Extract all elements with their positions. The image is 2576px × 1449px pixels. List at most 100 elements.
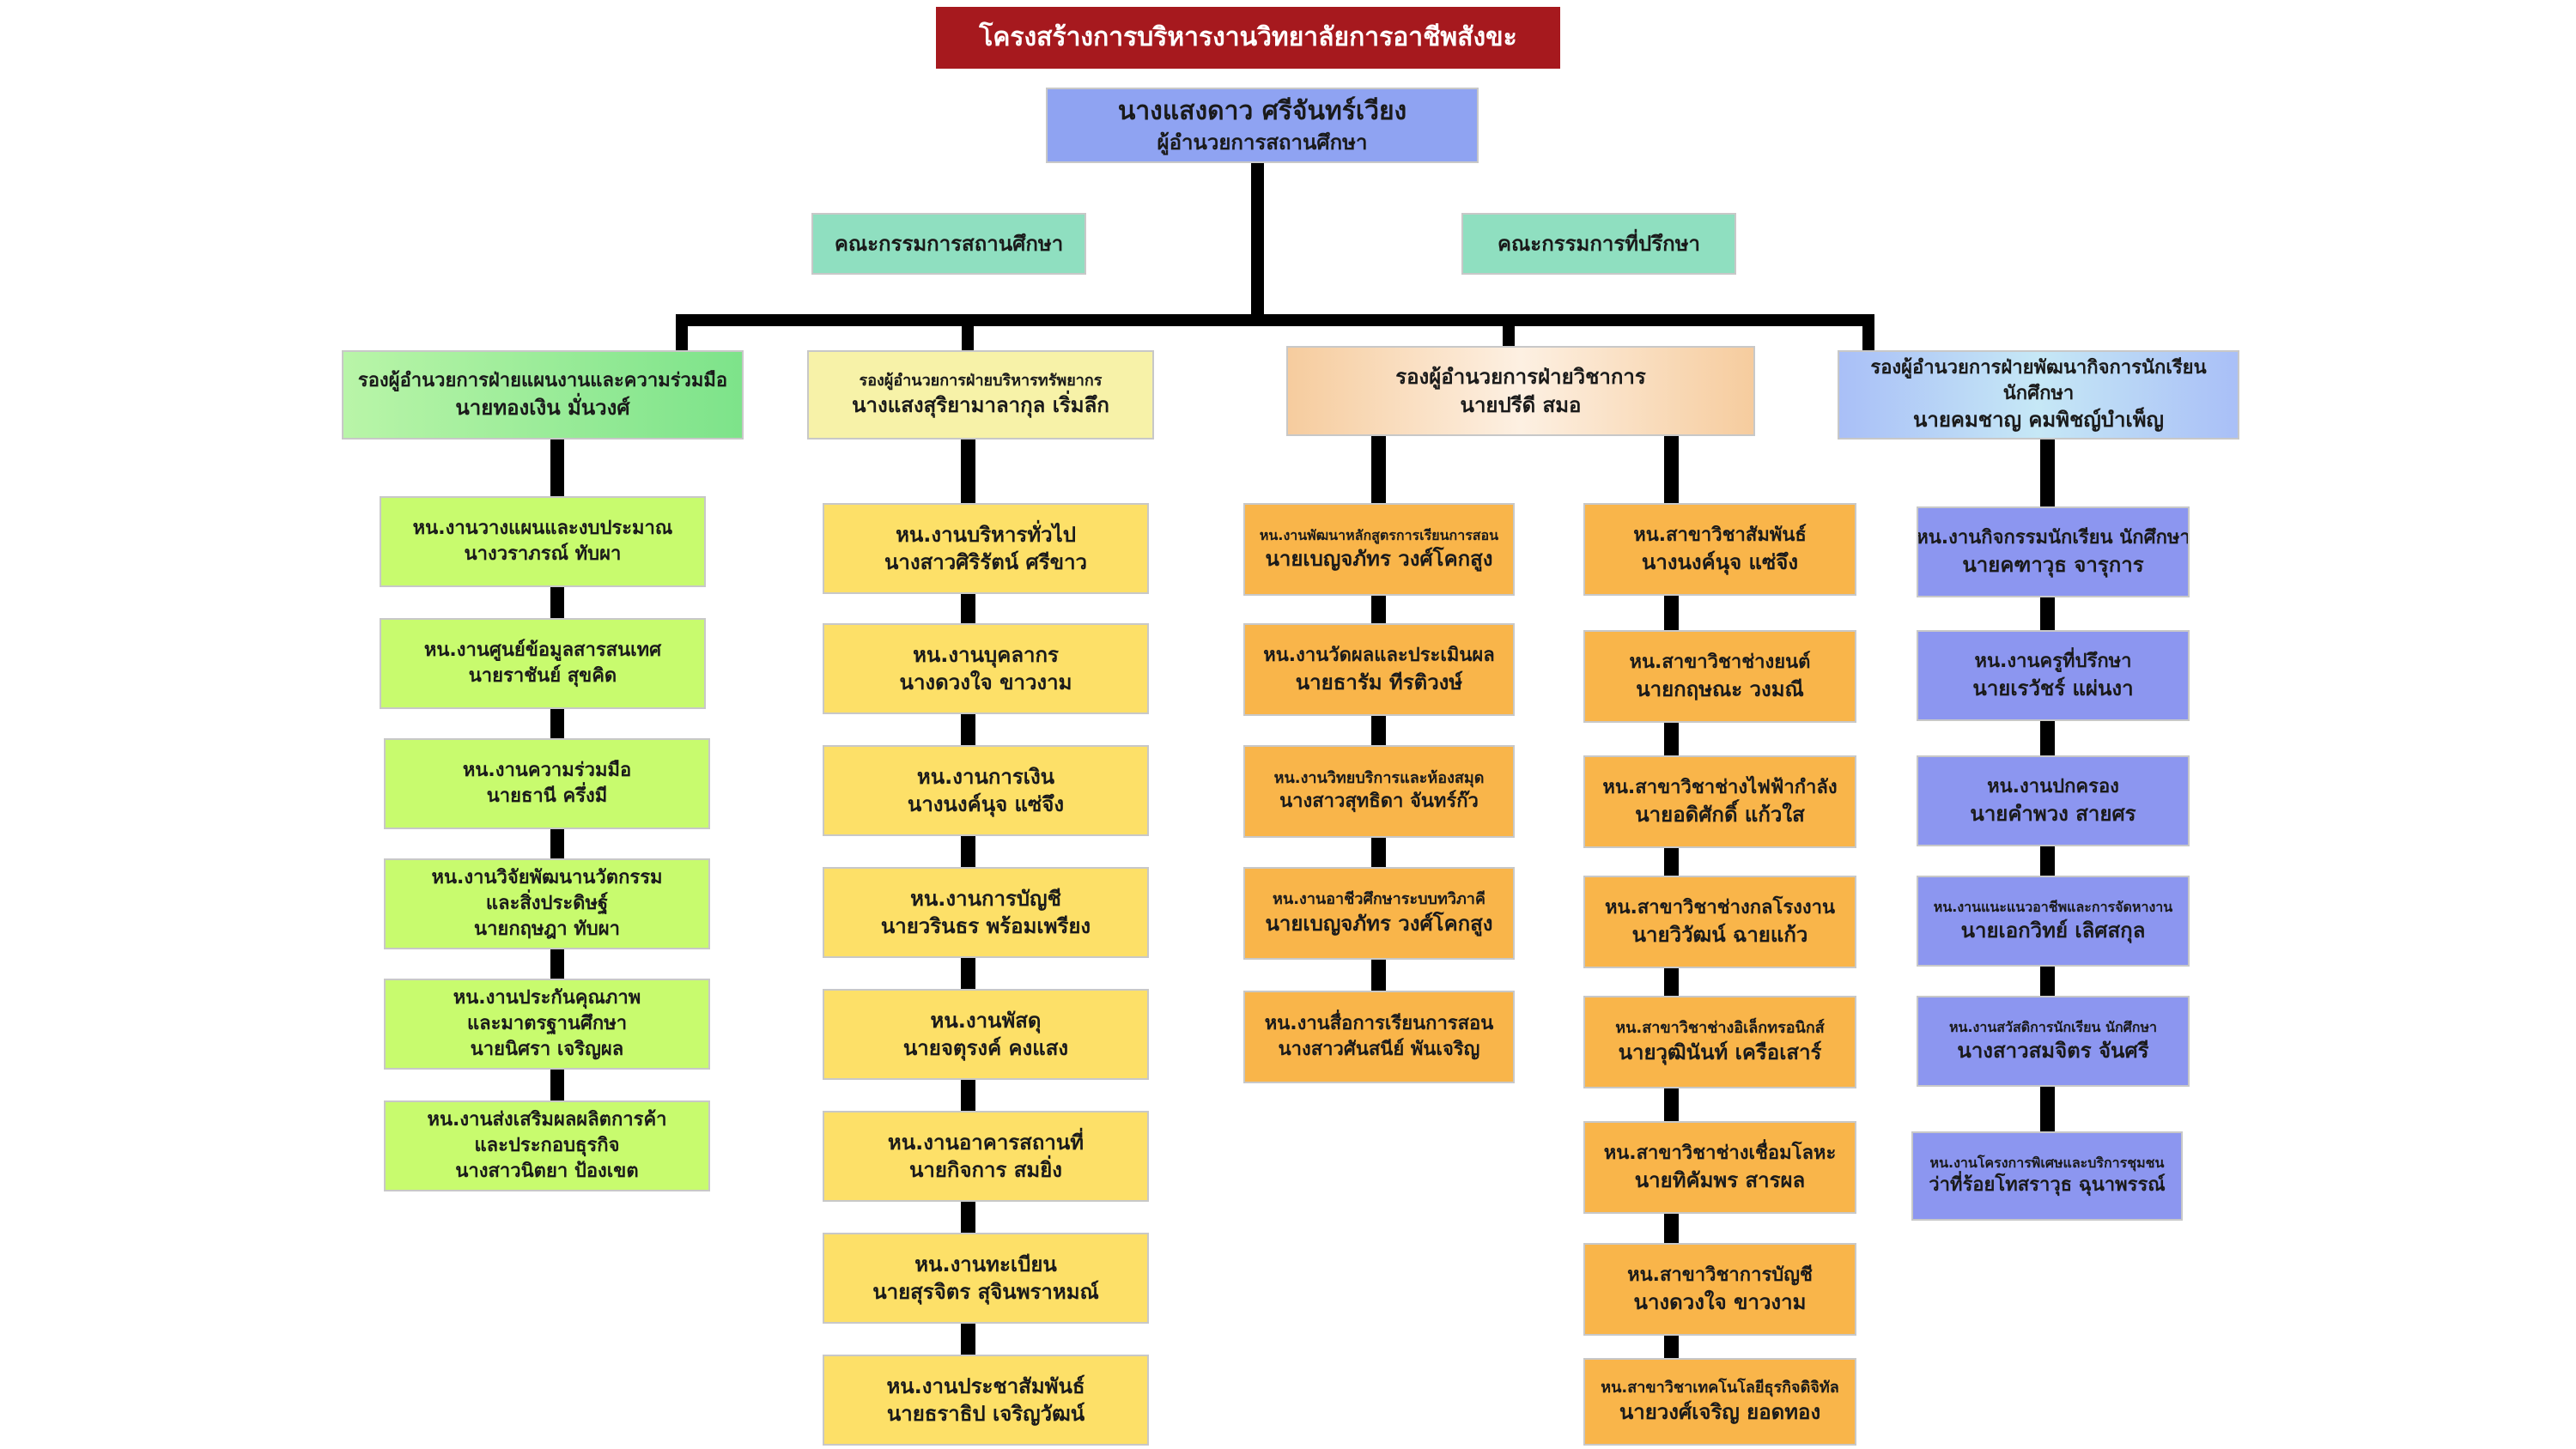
unit-person: นายสุรจิตร สุจินพราหมณ์ — [872, 1280, 1099, 1304]
planning-unit-box: หน.งานวางแผนและงบประมาณ นางวราภรณ์ ทับผา — [380, 496, 706, 587]
unit-title: หน.งานศูนย์ข้อมูลสารสนเทศ — [423, 640, 662, 662]
unit-title: หน.สาขาวิชาสัมพันธ์ — [1633, 524, 1807, 546]
academic-unit-box: หน.งานพัฒนาหลักสูตรการเรียนการสอน นายเบญ… — [1243, 503, 1515, 596]
academic-branch-box: หน.สาขาวิชาเทคโนโลยีธุรกิจดิจิทัล นายวงศ… — [1583, 1358, 1856, 1446]
unit-title: หน.งานสวัสดิการนักเรียน นักศึกษา — [1948, 1019, 2158, 1035]
resources-unit-box: หน.งานพัสดุ นายจตุรงค์ คงแสง — [823, 989, 1149, 1080]
unit-person: นายวรินธร พร้อมเพรียง — [880, 914, 1091, 938]
academic-unit-box: หน.งานวิทยบริการและห้องสมุด นางสาวสุทธิด… — [1243, 745, 1515, 838]
unit-person: นายธราธิป เจริญวัฒน์ — [886, 1402, 1085, 1426]
resources-head-name: นางแสงสุริยามาลากุล เริ่มลึก — [852, 392, 1109, 417]
unit-person: นางดวงใจ ขาวงาม — [899, 670, 1072, 694]
unit-title: หน.งานความร่วมมือ — [462, 760, 632, 782]
resources-unit-box: หน.งานบริหารทั่วไป นางสาวศิริรัตน์ ศรีขา… — [823, 503, 1149, 594]
resources-unit-box: หน.งานอาคารสถานที่ นายกิจการ สมยิ่ง — [823, 1111, 1149, 1202]
unit-person: นางสาวศิริรัตน์ ศรีขาว — [884, 550, 1088, 574]
unit-person: นายกิจการ สมยิ่ง — [908, 1158, 1063, 1182]
academic-branch-box: หน.สาขาวิชาสัมพันธ์ นางนงค์นุจ แซ่จึง — [1583, 503, 1856, 596]
unit-title: หน.งานวิทยบริการและห้องสมุด — [1273, 769, 1485, 787]
unit-title: หน.งานสื่อการเรียนการสอน — [1264, 1013, 1494, 1035]
student-affairs-unit-box: หน.งานปกครอง นายคำพวง สายศร — [1917, 755, 2190, 846]
unit-person: นายวงศ์เจริญ ยอดทอง — [1619, 1399, 1821, 1424]
chart-title-text: โครงสร้างการบริหารงานวิทยาลัยการอาชีพสัง… — [979, 21, 1517, 52]
unit-title: หน.งานปกครอง — [1987, 775, 2119, 797]
unit-title: หน.งานแนะแนวอาชีพและการจัดหางาน — [1933, 899, 2173, 915]
planning-head-name: นายทองเงิน มั่นวงศ์ — [455, 395, 630, 420]
academic-head-position: รองผู้อำนวยการฝ่ายวิชาการ — [1395, 365, 1646, 390]
unit-title: หน.งานพัฒนาหลักสูตรการเรียนการสอน — [1259, 527, 1499, 543]
unit-person: นางวราภรณ์ ทับผา — [464, 543, 622, 565]
academic-branch-box: หน.สาขาวิชาการบัญชี นางดวงใจ ขาวงาม — [1583, 1243, 1856, 1336]
unit-title: หน.งานอาคารสถานที่ — [887, 1130, 1084, 1155]
academic-unit-box: หน.งานวัดผลและประเมินผล นายธารัม ทีรติวง… — [1243, 623, 1515, 716]
academic-branch-box: หน.สาขาวิชาช่างเชื่อมโลหะ นายทิคัมพร สาร… — [1583, 1121, 1856, 1214]
unit-title: หน.งานครูที่ปรึกษา — [1974, 650, 2132, 672]
unit-person: นายเรวัชร์ แผ่นงา — [1972, 676, 2134, 700]
school-board-box: คณะกรรมการสถานศึกษา — [811, 213, 1086, 275]
student-affairs-unit-box: หน.งานแนะแนวอาชีพและการจัดหางาน นายเอกวิ… — [1917, 876, 2190, 967]
planning-head-position: รองผู้อำนวยการฝ่ายแผนงานและความร่วมมือ — [357, 369, 728, 391]
unit-title: หน.งานทะเบียน — [914, 1252, 1057, 1276]
resources-unit-box: หน.งานบุคลากร นางดวงใจ ขาวงาม — [823, 623, 1149, 714]
unit-title: หน.งานวิจัยพัฒนานวัตกรรม — [431, 867, 663, 889]
planning-unit-box: หน.งานศูนย์ข้อมูลสารสนเทศ นายราชันย์ สุข… — [380, 618, 706, 709]
unit-title: หน.สาขาวิชาช่างอิเล็กทรอนิกส์ — [1615, 1018, 1825, 1037]
unit-person: นางสาวนิตยา ป้องเขต — [455, 1160, 639, 1182]
planning-unit-box: หน.งานส่งเสริมผลผลิตการค้า และประกอบธุรก… — [384, 1100, 710, 1191]
planning-unit-box: หน.งานประกันคุณภาพ และมาตรฐานศึกษา นายนิ… — [384, 979, 710, 1070]
chart-title: โครงสร้างการบริหารงานวิทยาลัยการอาชีพสัง… — [936, 7, 1560, 69]
unit-title: หน.งานวัดผลและประเมินผล — [1263, 644, 1495, 666]
unit-title-line2: และประกอบธุรกิจ — [474, 1135, 620, 1157]
director-name: นางแสงดาว ศรีจันทร์เวียง — [1117, 95, 1407, 126]
connector-line — [1251, 163, 1264, 314]
unit-person: นางสาวสุทธิดา จันทร์ก๊ว — [1279, 791, 1479, 813]
unit-person: นางสาวศันสนีย์ พันเจริญ — [1278, 1039, 1480, 1060]
student-affairs-unit-box: หน.งานโครงการพิเศษและบริการชุมชน ว่าที่ร… — [1911, 1131, 2183, 1221]
student-affairs-unit-box: หน.งานสวัสดิการนักเรียน นักศึกษา นางสาวส… — [1917, 996, 2190, 1087]
unit-title: หน.งานกิจกรรมนักเรียน นักศึกษา — [1917, 526, 2190, 549]
unit-title: หน.สาขาวิชาช่างยนต์ — [1629, 651, 1811, 673]
unit-title-line2: และมาตรฐานศึกษา — [466, 1013, 628, 1035]
resources-unit-box: หน.งานการเงิน นางนงค์นุจ แซ่จึง — [823, 745, 1149, 836]
unit-person: นายกฤษณะ วงมณี — [1636, 676, 1804, 701]
academic-branch-box: หน.สาขาวิชาช่างกลโรงงาน นายวิวัฒน์ ฉายแก… — [1583, 876, 1856, 968]
unit-person: นางดวงใจ ขาวงาม — [1633, 1289, 1807, 1314]
student-affairs-head-name: นายคมชาญ คมพิชญ์บำเพ็ญ — [1912, 408, 2164, 433]
unit-title: หน.งานอาชีวศึกษาระบบทวิภาคี — [1273, 889, 1485, 908]
planning-head-box: รองผู้อำนวยการฝ่ายแผนงานและความร่วมมือ น… — [342, 350, 744, 440]
unit-title-line2: และสิ่งประดิษฐ์ — [485, 893, 609, 915]
unit-person: นายนิศรา เจริญผล — [470, 1038, 624, 1060]
unit-person: นายคฑาวุธ จารุการ — [1962, 552, 2144, 577]
academic-head-name: นายปรีดี สมอ — [1460, 392, 1582, 417]
advisory-committee-label: คณะกรรมการที่ปรึกษา — [1497, 231, 1700, 256]
unit-person: นายธานี ครึ่งมี — [486, 785, 608, 807]
school-board-label: คณะกรรมการสถานศึกษา — [834, 231, 1064, 256]
academic-branch-box: หน.สาขาวิชาช่างยนต์ นายกฤษณะ วงมณี — [1583, 630, 1856, 723]
unit-person: นายกฤษฎา ทับผา — [474, 918, 620, 940]
academic-unit-box: หน.งานสื่อการเรียนการสอน นางสาวศันสนีย์ … — [1243, 991, 1515, 1083]
unit-person: นางสาวสมจิตร จันศรี — [1957, 1038, 2149, 1063]
unit-person: นายธารัม ทีรติวงษ์ — [1295, 670, 1463, 694]
unit-title: หน.งานประชาสัมพันธ์ — [886, 1373, 1085, 1398]
student-affairs-head-position-line2: นักศึกษา — [2002, 382, 2075, 404]
resources-unit-box: หน.งานประชาสัมพันธ์ นายธราธิป เจริญวัฒน์ — [823, 1355, 1149, 1446]
unit-title: หน.งานบริหารทั่วไป — [896, 522, 1076, 547]
resources-unit-box: หน.งานการบัญชี นายวรินธร พร้อมเพรียง — [823, 867, 1149, 958]
unit-person: นายเอกวิทย์ เลิศสกุล — [1960, 918, 2146, 943]
director-position: ผู้อำนวยการสถานศึกษา — [1157, 130, 1368, 155]
resources-unit-box: หน.งานทะเบียน นายสุรจิตร สุจินพราหมณ์ — [823, 1233, 1149, 1324]
connector-line — [1862, 314, 1874, 354]
unit-person: นายวิวัฒน์ ฉายแก้ว — [1631, 922, 1808, 947]
unit-person: นายวุฒินันท์ เครือเสาร์ — [1618, 1040, 1822, 1064]
unit-title: หน.งานการเงิน — [916, 764, 1055, 789]
advisory-committee-box: คณะกรรมการที่ปรึกษา — [1461, 213, 1736, 275]
unit-person: นายราชันย์ สุขคิด — [468, 665, 617, 687]
student-affairs-head-position: รองผู้อำนวยการฝ่ายพัฒนากิจการนักเรียน — [1870, 357, 2207, 379]
unit-title: หน.สาขาวิชาช่างไฟฟ้ากำลัง — [1602, 776, 1838, 798]
unit-person: นายอดิศักดิ์ แก้วใส — [1635, 802, 1805, 827]
unit-title: หน.งานการบัญชี — [910, 886, 1061, 911]
unit-person: นางนงค์นุจ แซ่จึง — [907, 792, 1065, 816]
resources-head-box: รองผู้อำนวยการฝ่ายบริหารทรัพยากร นางแสงส… — [807, 350, 1154, 440]
resources-head-position: รองผู้อำนวยการฝ่ายบริหารทรัพยากร — [859, 371, 1103, 390]
